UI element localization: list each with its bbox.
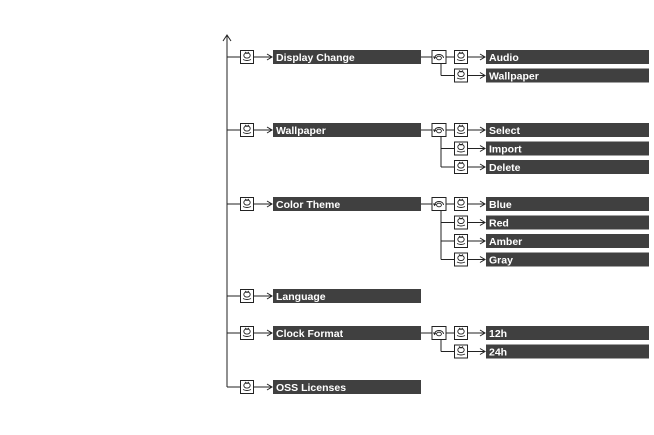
submenu-item-display-change-wallpaper-bar: [486, 68, 649, 83]
knob-press-icon: [454, 160, 468, 174]
submenu-item-wallpaper-select-label: Select: [489, 125, 520, 137]
sub-arrow-wallpaper-delete: [479, 163, 486, 171]
submenu-item-wallpaper-delete-bar: [486, 160, 649, 174]
knob-rotate-icon: [431, 50, 447, 64]
knob-press-icon: [240, 326, 254, 340]
arrow-clock-format: [266, 329, 273, 337]
sub-arrow-clock-format-12h: [479, 329, 486, 337]
sub-arrow-wallpaper-select: [479, 126, 486, 134]
knob-press-icon: [454, 326, 468, 340]
knob-press-icon: [454, 252, 468, 267]
menu-item-color-theme-bar: [273, 197, 421, 211]
menu-item-display-change-bar: [273, 50, 421, 64]
menu-item-language-bar: [273, 289, 421, 303]
knob-press-icon: [454, 344, 468, 359]
menu-item-wallpaper-label: Wallpaper: [276, 125, 326, 137]
arrow-display-change: [266, 53, 273, 61]
submenu-item-color-theme-red-bar: [486, 215, 649, 230]
trunk-up-arrow: [222, 34, 232, 42]
submenu-item-wallpaper-import-label: Import: [489, 143, 522, 155]
submenu-item-display-change-audio-bar: [486, 50, 649, 64]
submenu-item-color-theme-gray-bar: [486, 252, 649, 267]
knob-press-icon: [240, 50, 254, 64]
menu-item-language-label: Language: [276, 291, 326, 303]
submenu-item-display-change-audio-label: Audio: [489, 52, 519, 64]
menu-item-display-change-label: Display Change: [276, 52, 355, 64]
submenu-item-color-theme-amber-label: Amber: [489, 236, 522, 248]
sub-arrow-wallpaper-import: [479, 145, 486, 152]
sub-arrow-color-theme-amber: [479, 237, 486, 245]
submenu-item-wallpaper-import-bar: [486, 141, 649, 156]
sub-arrow-color-theme-gray: [479, 256, 486, 263]
submenu-item-clock-format-12h-bar: [486, 326, 649, 340]
menu-item-clock-format-bar: [273, 326, 421, 340]
arrow-color-theme: [266, 200, 273, 208]
knob-press-icon: [240, 123, 254, 137]
knob-press-icon: [454, 215, 468, 230]
knob-press-icon: [240, 197, 254, 211]
submenu-item-color-theme-amber-bar: [486, 234, 649, 248]
knob-press-icon: [454, 68, 468, 83]
submenu-item-color-theme-gray-label: Gray: [489, 254, 513, 266]
sub-arrow-display-change-wallpaper: [479, 72, 486, 79]
arrow-language: [266, 292, 273, 300]
knob-press-icon: [240, 289, 254, 303]
menu-item-clock-format-label: Clock Format: [276, 328, 344, 340]
knob-rotate-icon: [431, 123, 447, 137]
arrow-oss-licenses: [266, 383, 273, 391]
submenu-item-clock-format-12h-label: 12h: [489, 328, 507, 340]
menu-item-color-theme-label: Color Theme: [276, 199, 340, 211]
submenu-item-wallpaper-select-bar: [486, 123, 649, 137]
knob-press-icon: [454, 141, 468, 156]
knob-press-icon: [454, 234, 468, 248]
menu-item-wallpaper-bar: [273, 123, 421, 137]
menu-item-oss-licenses-label: OSS Licenses: [276, 382, 346, 394]
submenu-item-display-change-wallpaper-label: Wallpaper: [489, 70, 539, 82]
knob-rotate-icon: [431, 326, 447, 340]
knob-press-icon: [454, 50, 468, 64]
sub-arrow-display-change-audio: [479, 53, 486, 61]
sub-arrow-clock-format-24h: [479, 348, 486, 355]
arrow-wallpaper: [266, 126, 273, 134]
submenu-item-wallpaper-delete-label: Delete: [489, 162, 521, 174]
menu-item-oss-licenses-bar: [273, 380, 421, 394]
sub-arrow-color-theme-blue: [479, 200, 486, 208]
submenu-item-color-theme-red-label: Red: [489, 217, 509, 229]
submenu-item-color-theme-blue-bar: [486, 197, 649, 211]
submenu-item-clock-format-24h-label: 24h: [489, 346, 507, 358]
submenu-item-color-theme-blue-label: Blue: [489, 199, 512, 211]
knob-press-icon: [240, 380, 254, 394]
sub-arrow-color-theme-red: [479, 219, 486, 226]
knob-press-icon: [454, 197, 468, 211]
submenu-item-clock-format-24h-bar: [486, 344, 649, 359]
knob-rotate-icon: [431, 197, 447, 211]
knob-press-icon: [454, 123, 468, 137]
